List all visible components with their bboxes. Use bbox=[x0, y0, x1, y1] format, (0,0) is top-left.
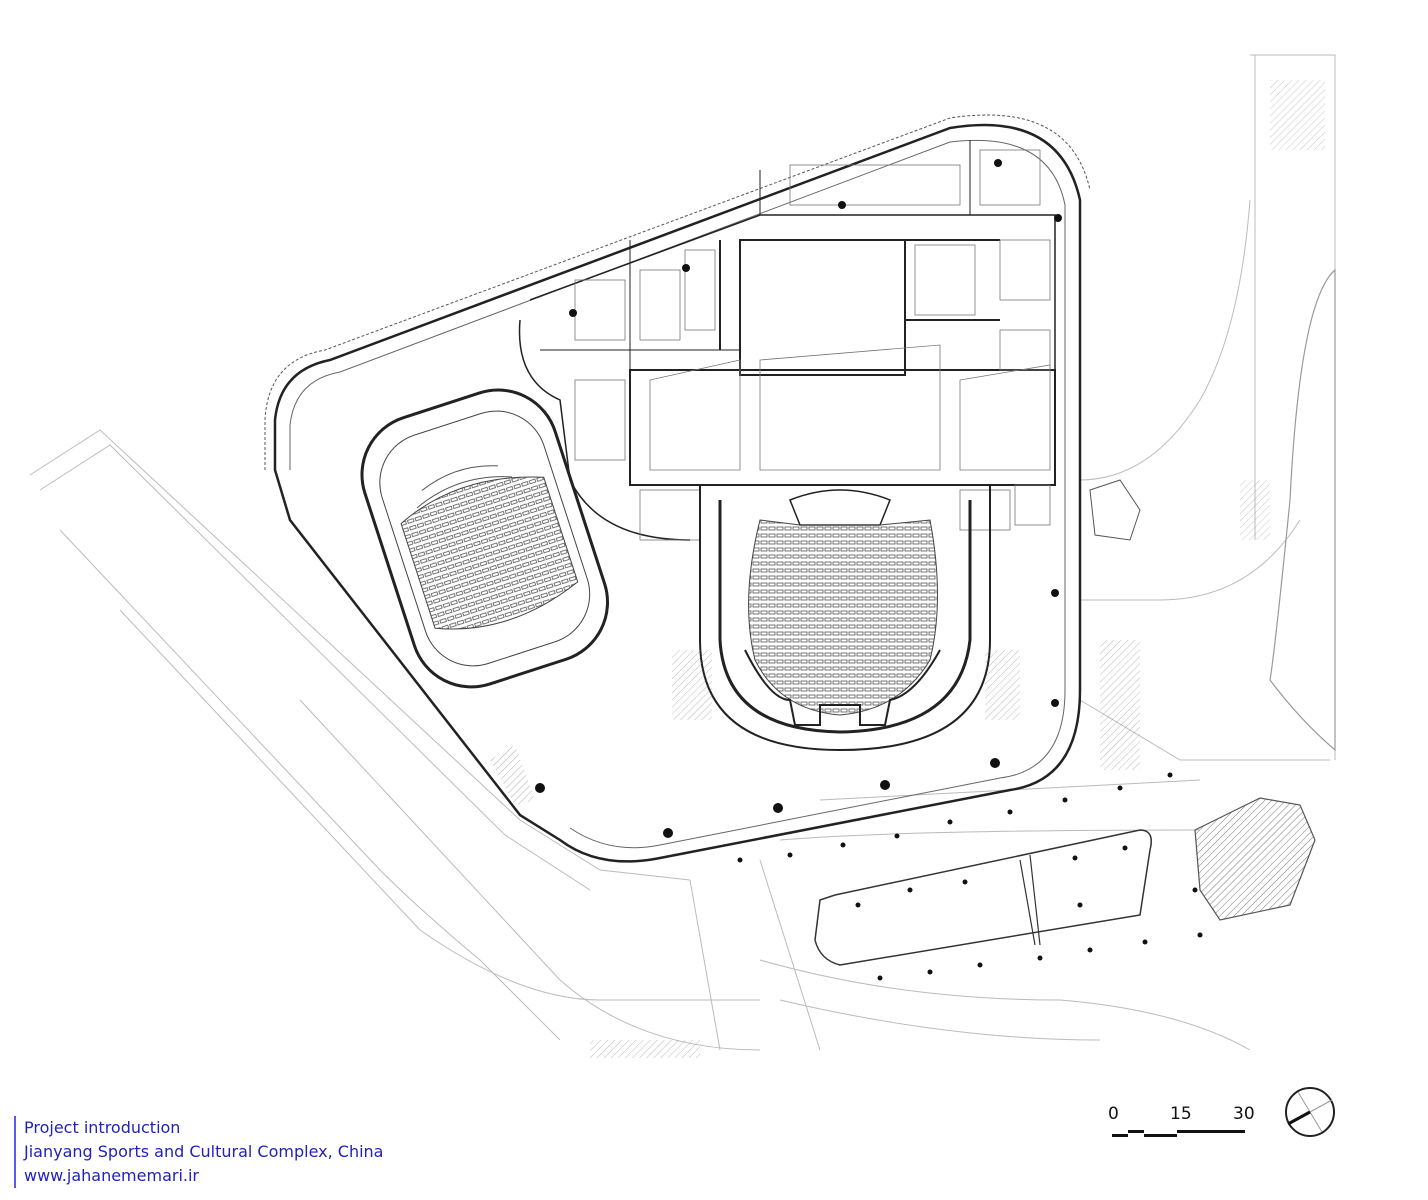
entrance-stair bbox=[490, 745, 535, 805]
scale-label-30: 30 bbox=[1233, 1104, 1255, 1124]
site-roads bbox=[29, 54, 1336, 1051]
floor-plan-drawing bbox=[29, 54, 1336, 1058]
canopy-edge bbox=[264, 114, 1091, 470]
inner-outline bbox=[289, 139, 1066, 849]
caption-block: Project introduction Jianyang Sports and… bbox=[14, 1116, 383, 1188]
scale-bar: 0 15 30 bbox=[1100, 1100, 1260, 1150]
caption-website: www.jahanememari.ir bbox=[24, 1166, 200, 1185]
building-outline bbox=[273, 123, 1082, 863]
small-theater-seating bbox=[400, 476, 579, 630]
service-rooms bbox=[574, 149, 1051, 541]
scale-label-0: 0 bbox=[1108, 1104, 1119, 1124]
north-arrow-icon bbox=[1285, 1087, 1335, 1137]
plaza-trees bbox=[737, 772, 1203, 981]
columns bbox=[535, 159, 1062, 838]
small-theater bbox=[360, 388, 610, 689]
main-theater-seating bbox=[748, 519, 938, 716]
bottom-stair bbox=[590, 1040, 700, 1058]
adjacent-stadium bbox=[1269, 268, 1336, 752]
scale-label-15: 15 bbox=[1170, 1104, 1192, 1124]
hatched-pavilion bbox=[1194, 797, 1316, 921]
stair-e bbox=[1240, 480, 1270, 540]
stair-ne bbox=[1270, 80, 1325, 150]
bridge-structure bbox=[1100, 640, 1140, 770]
main-theater bbox=[672, 485, 1020, 752]
scale-bar-graphic bbox=[1112, 1130, 1245, 1137]
pavilion-partition bbox=[1019, 854, 1041, 946]
plaza-pavilion bbox=[814, 829, 1152, 966]
kiosk bbox=[1089, 479, 1141, 541]
caption-title: Project introduction bbox=[24, 1118, 181, 1137]
caption-project: Jianyang Sports and Cultural Complex, Ch… bbox=[24, 1142, 384, 1161]
